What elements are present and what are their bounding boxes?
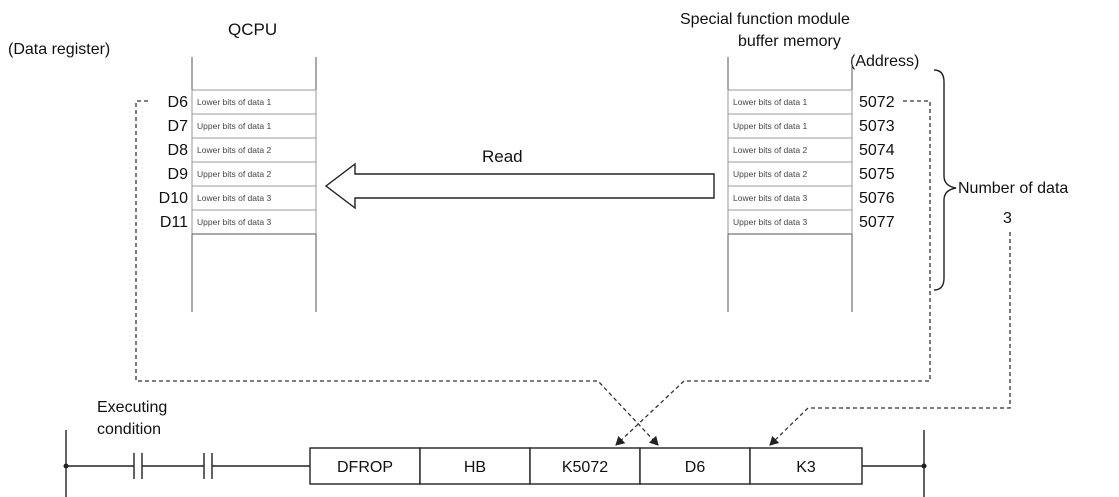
address-leader [615,100,931,446]
address-value: 5074 [859,142,895,159]
number-of-data-value: 3 [1003,210,1012,227]
register-label: D6 [168,94,189,111]
buffer-cell [727,185,853,211]
qcpu-cell [191,113,317,139]
register-label: D9 [168,166,189,183]
buffer-cell [727,113,853,139]
executing-label-line2: condition [97,421,161,438]
buffer-cell [727,137,853,163]
qcpu-cell-text: Lower bits of data 2 [197,145,271,155]
buffer-cell-text: Lower bits of data 2 [733,145,807,155]
d6-leader [135,100,659,446]
address-label: (Address) [850,53,919,70]
address-value: 5076 [859,190,895,207]
qcpu-cell [191,137,317,163]
instruction-box: DFROP HB K5072 D6 K3 [309,447,863,485]
qcpu-cell-text: Upper bits of data 1 [197,121,271,131]
number-of-data-brace [933,69,957,291]
sfm-title-line2: buffer memory [738,33,841,50]
qcpu-title: QCPU [228,20,277,39]
read-label: Read [482,147,523,166]
qcpu-cell-text: Lower bits of data 3 [197,193,271,203]
instruction-cell-text: K5072 [562,459,608,476]
qcpu-cell [191,209,317,235]
instruction-cell [639,447,751,485]
number-leader [769,232,1011,446]
register-label: D11 [160,214,188,231]
instruction-cell [309,447,421,485]
address-value: 5075 [859,166,895,183]
instruction-cell-text: DFROP [337,459,393,476]
qcpu-cells: Lower bits of data 1 Upper bits of data 1… [191,89,317,235]
instruction-cell [529,447,641,485]
executing-label-line1: Executing [97,399,167,416]
qcpu-cell [191,185,317,211]
qcpu-cell [191,161,317,187]
qcpu-cell-text: Lower bits of data 1 [197,97,271,107]
dashed-leaders [135,100,1011,446]
read-arrow [324,162,715,210]
data-register-label: (Data register) [8,41,110,58]
buffer-cells: Lower bits of data 1 Upper bits of data 1… [727,89,853,235]
register-label: D10 [159,190,188,207]
buffer-cell [727,161,853,187]
buffer-cell-text: Lower bits of data 3 [733,193,807,203]
instruction-cell-text: K3 [796,459,816,476]
ladder-rung [63,430,927,497]
buffer-cell [727,209,853,235]
buffer-cell-text: Upper bits of data 3 [733,217,807,227]
address-value: 5073 [859,118,895,135]
buffer-cell [727,89,853,115]
instruction-cell-text: D6 [685,459,706,476]
sfm-title-line1: Special function module [680,11,850,28]
address-value: 5077 [859,214,895,231]
qcpu-cell-text: Upper bits of data 2 [197,169,271,179]
number-of-data-label: Number of data [958,180,1068,197]
address-labels: 5072 5073 5074 5075 5076 5077 [859,94,895,231]
qcpu-cell [191,89,317,115]
buffer-cell-text: Lower bits of data 1 [733,97,807,107]
instruction-cell [419,447,531,485]
instruction-cell [749,447,863,485]
buffer-cell-text: Upper bits of data 1 [733,121,807,131]
qcpu-cell-text: Upper bits of data 3 [197,217,271,227]
register-label: D7 [168,118,189,135]
register-label: D8 [168,142,189,159]
buffer-cell-text: Upper bits of data 2 [733,169,807,179]
address-value: 5072 [859,94,895,111]
instruction-cell-text: HB [464,459,486,476]
